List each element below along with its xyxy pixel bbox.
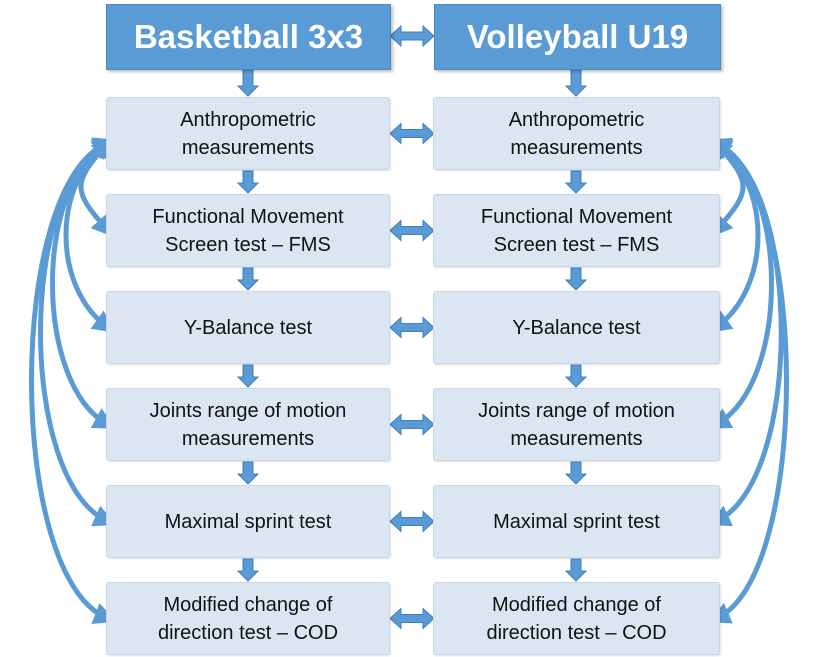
left-step-label: Anthropometric measurements xyxy=(180,108,316,159)
column-link-arrow xyxy=(389,413,435,436)
column-link-arrow xyxy=(389,219,435,242)
right-curved-link-arrow xyxy=(707,137,789,624)
right-step-anthropometric: Anthropometric measurements xyxy=(433,97,720,170)
left-step-y-balance: Y-Balance test xyxy=(106,291,390,364)
header-basketball: Basketball 3x3 xyxy=(106,4,391,70)
right-step-fms: Functional Movement Screen test – FMS xyxy=(433,194,720,267)
left-step-fms: Functional Movement Screen test – FMS xyxy=(106,194,390,267)
left-flow-arrow xyxy=(236,558,260,582)
right-step-label: Y-Balance test xyxy=(512,316,641,339)
header-link-arrow xyxy=(389,24,435,48)
right-curved-link-arrow xyxy=(707,138,784,527)
right-step-sprint: Maximal sprint test xyxy=(433,485,720,558)
left-flow-arrow xyxy=(236,69,260,97)
left-flow-arrow xyxy=(236,267,260,291)
right-step-label: Joints range of motion measurements xyxy=(478,399,675,450)
left-curved-link-arrow xyxy=(38,138,117,527)
right-flow-arrow xyxy=(564,558,588,582)
left-flow-arrow xyxy=(236,170,260,194)
left-step-cod: Modified change of direction test – COD xyxy=(106,582,390,655)
left-curved-link-arrow xyxy=(29,137,117,624)
left-step-label: Y-Balance test xyxy=(183,316,313,339)
left-step-anthropometric: Anthropometric measurements xyxy=(106,97,390,170)
right-step-label: Anthropometric measurements xyxy=(508,108,645,159)
right-flow-arrow xyxy=(564,364,588,388)
left-step-label: Joints range of motion measurements xyxy=(149,399,347,450)
right-flow-arrow xyxy=(564,69,588,97)
left-step-label: Functional Movement Screen test – FMS xyxy=(152,205,344,256)
right-step-label: Maximal sprint test xyxy=(493,510,660,533)
left-flow-arrow xyxy=(236,461,260,485)
left-flow-arrow xyxy=(236,364,260,388)
header-basketball-label: Basketball 3x3 xyxy=(133,18,364,55)
header-volleyball-label: Volleyball U19 xyxy=(466,18,689,55)
column-link-arrow xyxy=(389,607,435,630)
header-volleyball: Volleyball U19 xyxy=(434,4,721,70)
column-link-arrow xyxy=(389,316,435,339)
right-flow-arrow xyxy=(564,461,588,485)
left-step-label: Maximal sprint test xyxy=(164,510,332,533)
column-link-arrow xyxy=(389,510,435,533)
left-step-label: Modified change of direction test – COD xyxy=(157,593,339,644)
left-step-joints-rom: Joints range of motion measurements xyxy=(106,388,390,461)
right-step-label: Functional Movement Screen test – FMS xyxy=(480,205,673,256)
column-link-arrow xyxy=(389,122,435,145)
right-step-cod: Modified change of direction test – COD xyxy=(433,582,720,655)
left-step-sprint: Maximal sprint test xyxy=(106,485,390,558)
right-flow-arrow xyxy=(564,267,588,291)
right-flow-arrow xyxy=(564,170,588,194)
right-step-label: Modified change of direction test – COD xyxy=(486,593,667,644)
right-step-joints-rom: Joints range of motion measurements xyxy=(433,388,720,461)
right-step-y-balance: Y-Balance test xyxy=(433,291,720,364)
